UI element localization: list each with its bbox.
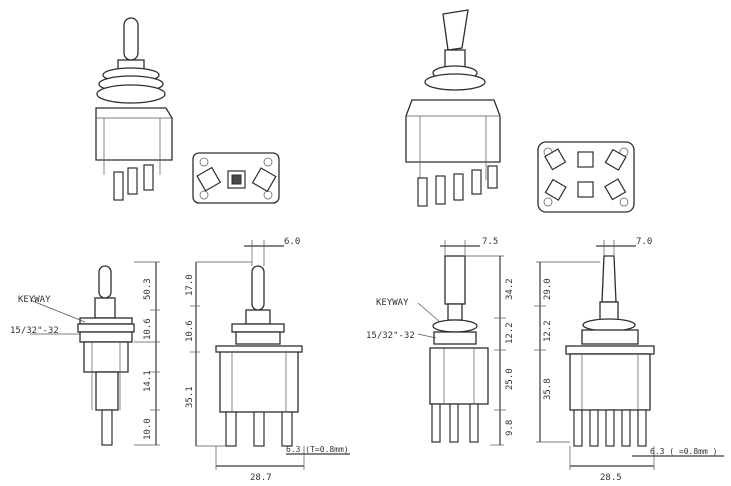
- dim-double-side-body: 25.0: [505, 368, 515, 390]
- dim-double-side-terminal: 9.8: [505, 420, 515, 436]
- single-toggle-bottom-view: [192, 152, 280, 204]
- single-toggle-side-view: [29, 261, 160, 446]
- dim-double-side-bushing: 12.2: [505, 322, 515, 344]
- double-toggle-bottom-view: [537, 141, 635, 213]
- dim-double-front-lever: 7.0: [636, 237, 652, 247]
- dim-single-front-upper: 17.0: [185, 274, 195, 296]
- keyway-label-right: KEYWAY: [376, 298, 409, 308]
- dim-single-front-lever: 6.0: [284, 237, 300, 247]
- dim-single-side-total: 50.3: [143, 278, 153, 300]
- dim-single-front-bushing: 10.6: [185, 320, 195, 342]
- dim-single-front-terminal: 6.3 (T=0.8mm): [286, 445, 349, 454]
- dim-single-side-bushing: 10.6: [143, 318, 153, 340]
- dim-single-front-width: 28.7: [250, 473, 272, 483]
- dim-double-front-bushing: 12.2: [543, 320, 553, 342]
- dim-double-side-upper: 34.2: [505, 278, 515, 300]
- keyway-label-left: KEYWAY: [18, 295, 51, 305]
- double-toggle-front-view: [534, 240, 724, 470]
- dim-single-front-body: 35.1: [185, 386, 195, 408]
- dim-double-side-lever: 7.5: [482, 237, 498, 247]
- single-toggle-3d-view: [95, 17, 173, 201]
- thread-label-left: 15/32"-32: [10, 326, 59, 336]
- dim-double-front-width: 28.5: [600, 473, 622, 483]
- dim-double-front-body: 35.8: [543, 378, 553, 400]
- dim-single-side-terminal: 10.0: [143, 418, 153, 440]
- thread-label-right: 15/32"-32: [366, 331, 415, 341]
- dim-single-side-lower: 14.1: [143, 370, 153, 392]
- single-toggle-front-view: [190, 240, 350, 470]
- double-toggle-side-view: [417, 240, 506, 446]
- double-toggle-3d-view: [405, 9, 501, 207]
- dim-double-front-upper: 29.0: [543, 278, 553, 300]
- dim-double-front-terminal: 6.3 ( =0.8mm ): [650, 447, 717, 456]
